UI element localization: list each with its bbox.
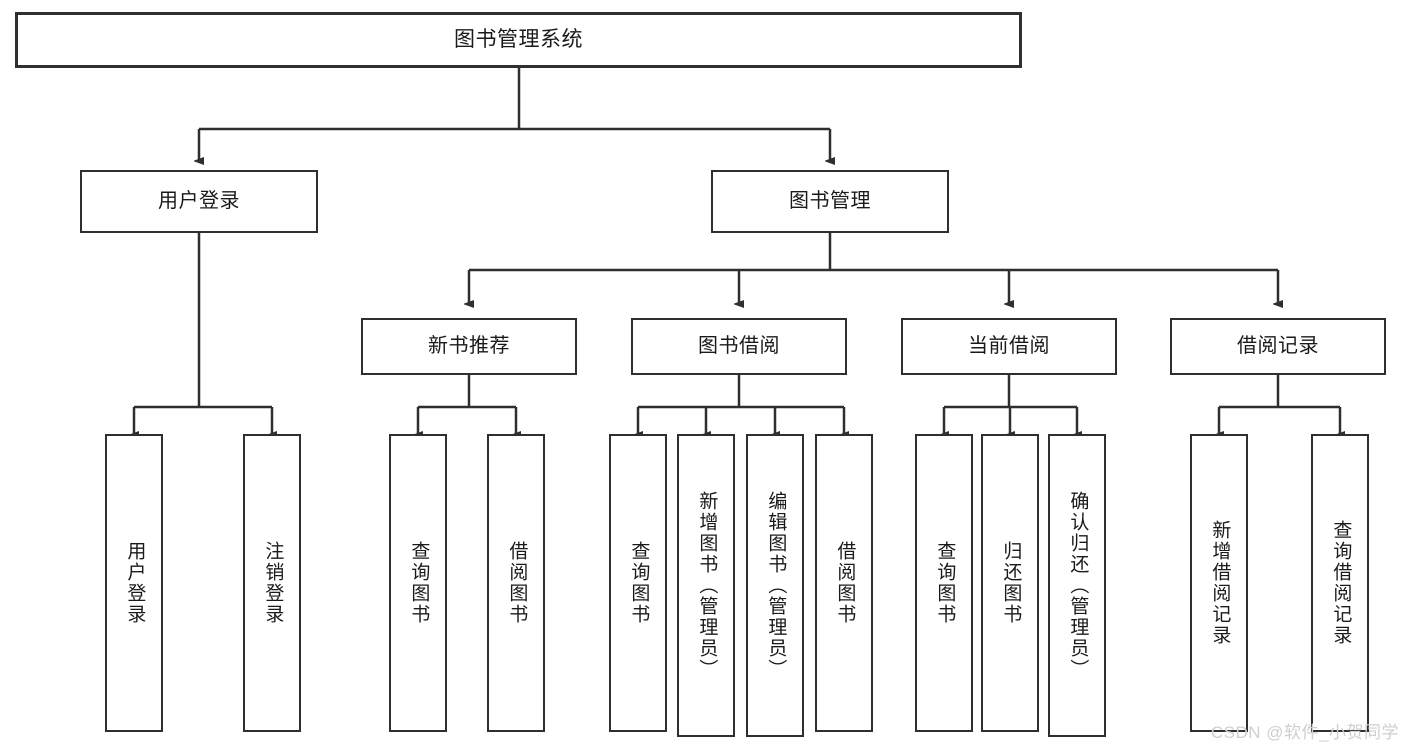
node-book-management[interactable]: 图书管理 <box>711 170 949 233</box>
leaf-label: 注销登录 <box>262 541 284 625</box>
leaf-label: 确认归还（管理员） <box>1067 491 1089 680</box>
node-label: 当前借阅 <box>968 335 1050 357</box>
leaf-label: 归还图书 <box>1000 541 1022 625</box>
node-label: 借阅记录 <box>1237 335 1319 357</box>
leaf-recommend-borrow-book[interactable]: 借阅图书 <box>487 434 545 732</box>
leaf-label: 编辑图书（管理员） <box>765 491 787 680</box>
leaf-label: 新增图书（管理员） <box>696 491 718 680</box>
node-current-borrow[interactable]: 当前借阅 <box>901 318 1117 375</box>
leaf-borrow-edit-book[interactable]: 编辑图书（管理员） <box>746 434 804 737</box>
leaf-current-query-book[interactable]: 查询图书 <box>915 434 973 732</box>
leaf-label: 查询图书 <box>934 541 956 625</box>
leaf-current-confirm-return[interactable]: 确认归还（管理员） <box>1048 434 1106 737</box>
node-root-system[interactable]: 图书管理系统 <box>15 12 1022 68</box>
leaf-label: 借阅图书 <box>834 541 856 625</box>
node-book-borrow[interactable]: 图书借阅 <box>631 318 847 375</box>
leaf-user-login-logout[interactable]: 注销登录 <box>243 434 301 732</box>
watermark-text: CSDN @软件_小贺同学 <box>1210 723 1399 742</box>
leaf-label: 查询借阅记录 <box>1330 520 1352 646</box>
leaf-label: 查询图书 <box>408 541 430 625</box>
leaf-label: 新增借阅记录 <box>1209 520 1231 646</box>
leaf-label: 查询图书 <box>628 541 650 625</box>
leaf-record-query-record[interactable]: 查询借阅记录 <box>1311 434 1369 732</box>
leaf-borrow-query-book[interactable]: 查询图书 <box>609 434 667 732</box>
leaf-record-add-record[interactable]: 新增借阅记录 <box>1190 434 1248 732</box>
node-label: 用户登录 <box>158 190 240 212</box>
node-borrow-record[interactable]: 借阅记录 <box>1170 318 1386 375</box>
node-user-login[interactable]: 用户登录 <box>80 170 318 233</box>
node-new-book-recommend[interactable]: 新书推荐 <box>361 318 577 375</box>
node-label: 图书管理系统 <box>454 27 583 51</box>
leaf-borrow-add-book[interactable]: 新增图书（管理员） <box>677 434 735 737</box>
node-label: 图书借阅 <box>698 335 780 357</box>
leaf-borrow-borrow-book[interactable]: 借阅图书 <box>815 434 873 732</box>
leaf-recommend-query-book[interactable]: 查询图书 <box>389 434 447 732</box>
node-label: 新书推荐 <box>428 335 510 357</box>
leaf-current-return-book[interactable]: 归还图书 <box>981 434 1039 732</box>
leaf-user-login-login[interactable]: 用户登录 <box>105 434 163 732</box>
leaf-label: 借阅图书 <box>506 541 528 625</box>
node-label: 图书管理 <box>789 190 871 212</box>
leaf-label: 用户登录 <box>124 541 146 625</box>
